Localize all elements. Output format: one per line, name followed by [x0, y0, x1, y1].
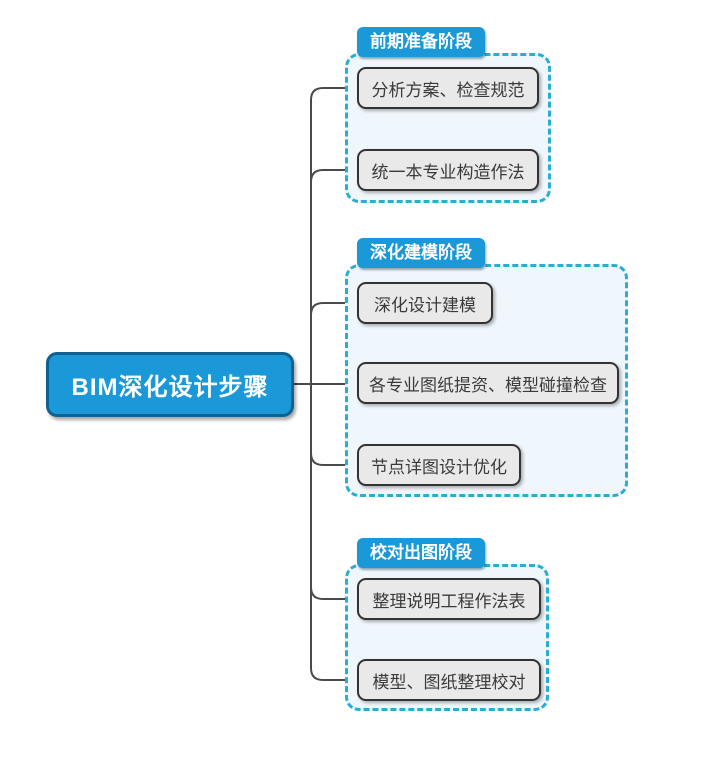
group-label-preparation[interactable]: 前期准备阶段	[357, 27, 485, 57]
group-label-modeling[interactable]: 深化建模阶段	[357, 238, 485, 268]
group-label-review[interactable]: 校对出图阶段	[357, 538, 485, 568]
topic-item[interactable]: 整理说明工程作法表	[357, 578, 541, 620]
topic-item[interactable]: 模型、图纸整理校对	[357, 659, 541, 701]
root-node[interactable]: BIM深化设计步骤	[46, 352, 294, 417]
topic-item[interactable]: 深化设计建模	[357, 282, 493, 324]
topic-item[interactable]: 节点详图设计优化	[357, 444, 521, 486]
topic-item[interactable]: 各专业图纸提资、模型碰撞检查	[357, 362, 619, 404]
topic-item[interactable]: 统一本专业构造作法	[357, 149, 539, 191]
topic-item[interactable]: 分析方案、检查规范	[357, 67, 539, 109]
